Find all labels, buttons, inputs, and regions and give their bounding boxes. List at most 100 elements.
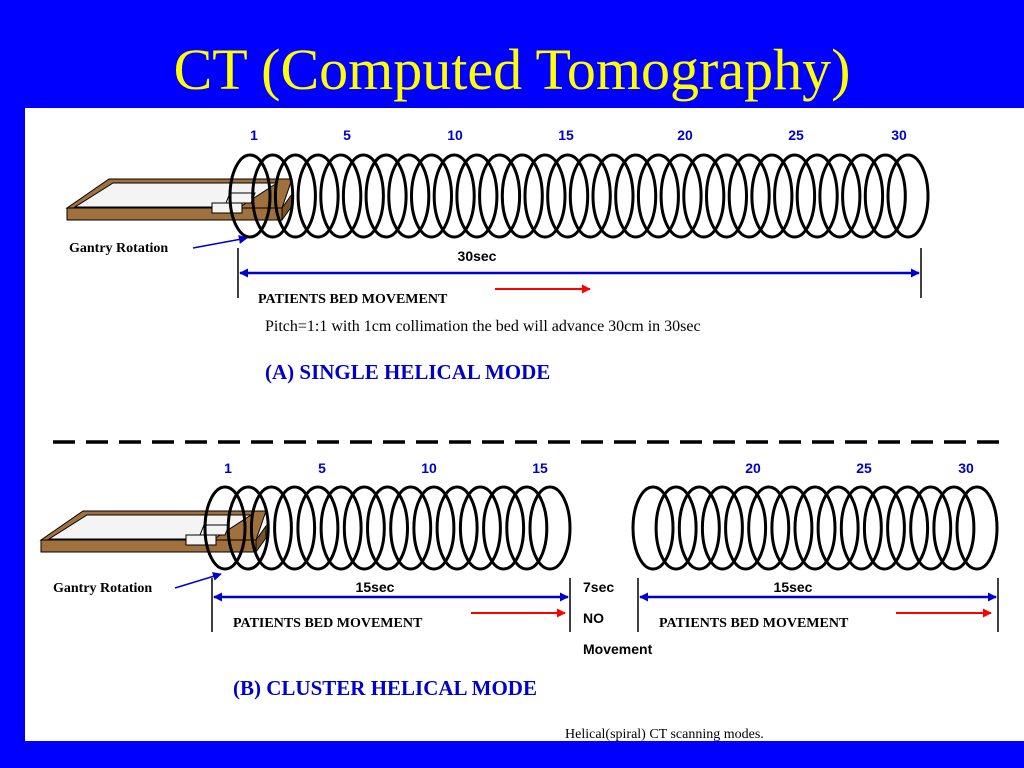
helix-coil: [816, 485, 860, 571]
cluster-tick-30: 30: [958, 460, 974, 476]
helix-coil: [203, 485, 247, 571]
cluster-tick-25: 25: [856, 460, 872, 476]
cluster-tick-5: 5: [318, 460, 326, 476]
helix-coil: [841, 153, 885, 239]
single-time-label: 30sec: [458, 248, 497, 264]
helix-coil: [747, 485, 791, 571]
helix-coil: [818, 153, 862, 239]
helix-coil: [505, 485, 549, 571]
helix-coil: [389, 485, 433, 571]
cluster-first-time-label: 15sec: [356, 579, 395, 595]
cluster-helix-coils-first: [203, 485, 572, 571]
helix-coil: [364, 153, 408, 239]
helix-coil: [636, 153, 680, 239]
helix-coil: [251, 153, 295, 239]
helix-coil: [631, 485, 675, 571]
single-tick-5: 5: [343, 127, 351, 143]
helix-coil: [682, 153, 726, 239]
single-tick-15: 15: [558, 127, 574, 143]
helix-coil: [568, 153, 612, 239]
cluster-tick-1: 1: [224, 460, 232, 476]
diagram-panel: 1 5 10 15 20 25 30 Gantry Rotation 30sec…: [25, 108, 1024, 741]
helix-coil: [500, 153, 544, 239]
helix-coil: [750, 153, 794, 239]
cluster-tick-15: 15: [532, 460, 548, 476]
cluster-mode: 1 5 10 15 20 25 30 Gantry Rotation 15sec…: [39, 460, 999, 700]
helix-coil: [319, 485, 363, 571]
helix-coil: [793, 485, 837, 571]
single-patient-bed: [65, 178, 293, 222]
helix-coil: [886, 485, 930, 571]
single-tick-10: 10: [447, 127, 463, 143]
helix-coil: [482, 485, 526, 571]
helix-coil: [528, 485, 572, 571]
helix-coil: [863, 153, 907, 239]
helix-coil: [724, 485, 768, 571]
helix-coil: [839, 485, 883, 571]
helix-coil: [273, 153, 317, 239]
helix-coil: [296, 153, 340, 239]
cluster-first-bed-label: PATIENTS BED MOVEMENT: [233, 616, 423, 631]
cluster-gantry-pointer: [174, 572, 222, 589]
helix-coil: [412, 485, 456, 571]
helix-coil: [700, 485, 744, 571]
single-tick-20: 20: [677, 127, 693, 143]
helix-coil: [614, 153, 658, 239]
helix-coil: [591, 153, 635, 239]
helix-coil: [296, 485, 340, 571]
helix-coil: [523, 153, 567, 239]
helix-coil: [458, 485, 502, 571]
slide-title: CT (Computed Tomography): [173, 37, 851, 102]
single-tick-1: 1: [250, 127, 258, 143]
helix-coil: [909, 485, 953, 571]
helix-coil: [228, 153, 272, 239]
cluster-gantry-label: Gantry Rotation: [53, 581, 152, 596]
cluster-pause-line1: NO: [583, 610, 604, 626]
helical-modes-diagram: 1 5 10 15 20 25 30 Gantry Rotation 30sec…: [39, 127, 1005, 741]
single-bed-movement-label: PATIENTS BED MOVEMENT: [258, 292, 448, 307]
cluster-pause-line2: Movement: [583, 641, 653, 657]
helix-coil: [226, 485, 270, 571]
single-tick-30: 30: [891, 127, 907, 143]
helix-coil: [273, 485, 317, 571]
helix-coil: [727, 153, 771, 239]
cluster-patient-bed: [39, 510, 267, 554]
cluster-tick-20: 20: [745, 460, 761, 476]
single-mode-title: (A) SINGLE HELICAL MODE: [265, 360, 550, 384]
helix-coil: [341, 153, 385, 239]
single-gantry-label: Gantry Rotation: [69, 241, 168, 256]
cluster-mode-title: (B) CLUSTER HELICAL MODE: [233, 676, 537, 700]
helix-coil: [773, 153, 817, 239]
cluster-tick-10: 10: [421, 460, 437, 476]
helix-coil: [435, 485, 479, 571]
helix-coil: [770, 485, 814, 571]
cluster-helix-coils-second: [631, 485, 999, 571]
helix-coil: [705, 153, 748, 239]
helix-coil: [677, 485, 721, 571]
helix-coil: [862, 485, 906, 571]
figure-caption: Helical(spiral) CT scanning modes.: [565, 727, 764, 741]
helix-coil: [319, 153, 363, 239]
helix-coil: [795, 153, 839, 239]
helix-coil: [455, 153, 499, 239]
single-mode: 1 5 10 15 20 25 30 Gantry Rotation 30sec…: [65, 127, 930, 384]
helix-coil: [342, 485, 386, 571]
helix-coil: [546, 153, 590, 239]
helix-coil: [654, 485, 698, 571]
helix-coil: [387, 153, 431, 239]
helix-coil: [432, 153, 476, 239]
helix-coil: [932, 485, 976, 571]
helix-coil: [955, 485, 999, 571]
helix-coil: [659, 153, 703, 239]
single-tick-25: 25: [788, 127, 804, 143]
helix-coil: [886, 153, 930, 239]
single-gantry-pointer: [192, 235, 248, 249]
helix-coil: [410, 153, 453, 239]
single-helix-coils: [228, 153, 930, 239]
cluster-pause-time: 7sec: [583, 579, 614, 595]
helix-coil: [366, 485, 409, 571]
single-pitch-note: Pitch=1:1 with 1cm collimation the bed w…: [265, 318, 701, 335]
cluster-second-bed-label: PATIENTS BED MOVEMENT: [659, 616, 849, 631]
helix-coil: [478, 153, 522, 239]
helix-coil: [249, 485, 293, 571]
